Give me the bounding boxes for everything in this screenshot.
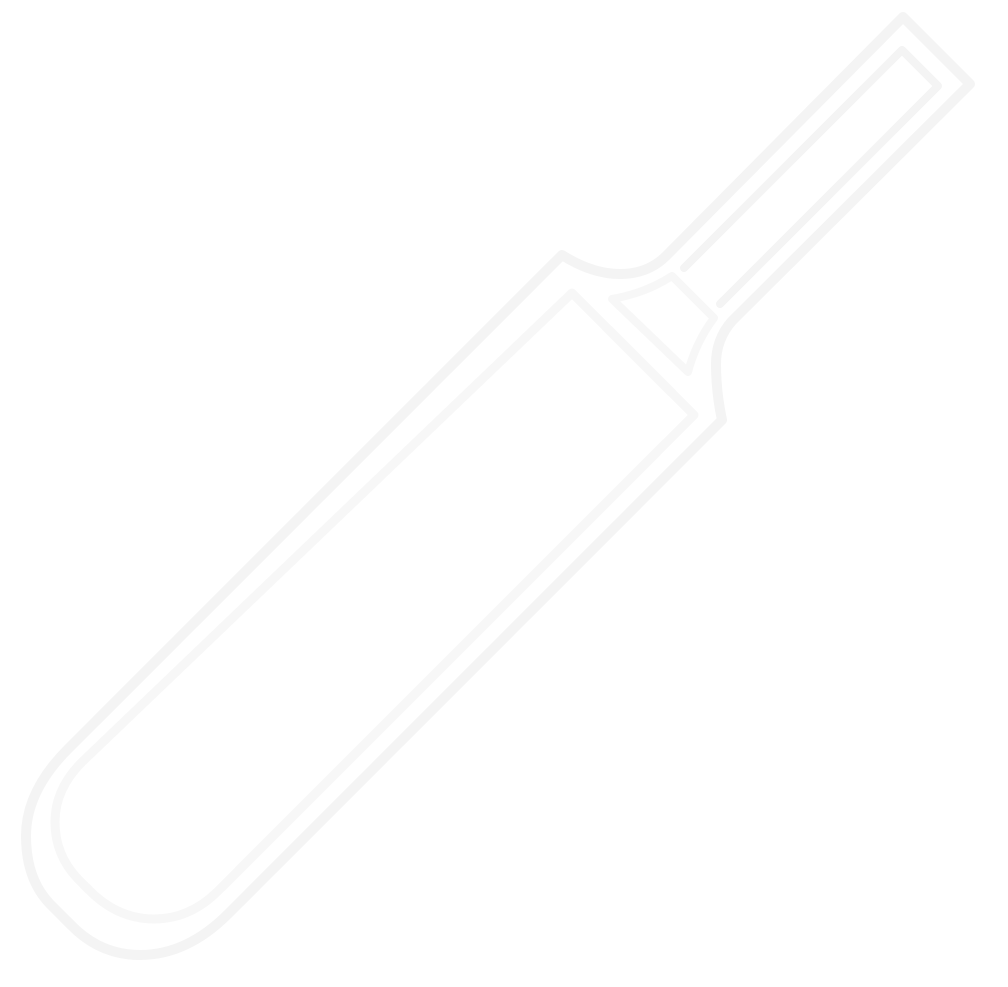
bat-handle-outline: [680, 46, 942, 308]
bat-shoulder-outline: [608, 272, 718, 376]
bat-outer-outline: [21, 12, 975, 960]
bat-blade-outline: [50, 288, 699, 924]
